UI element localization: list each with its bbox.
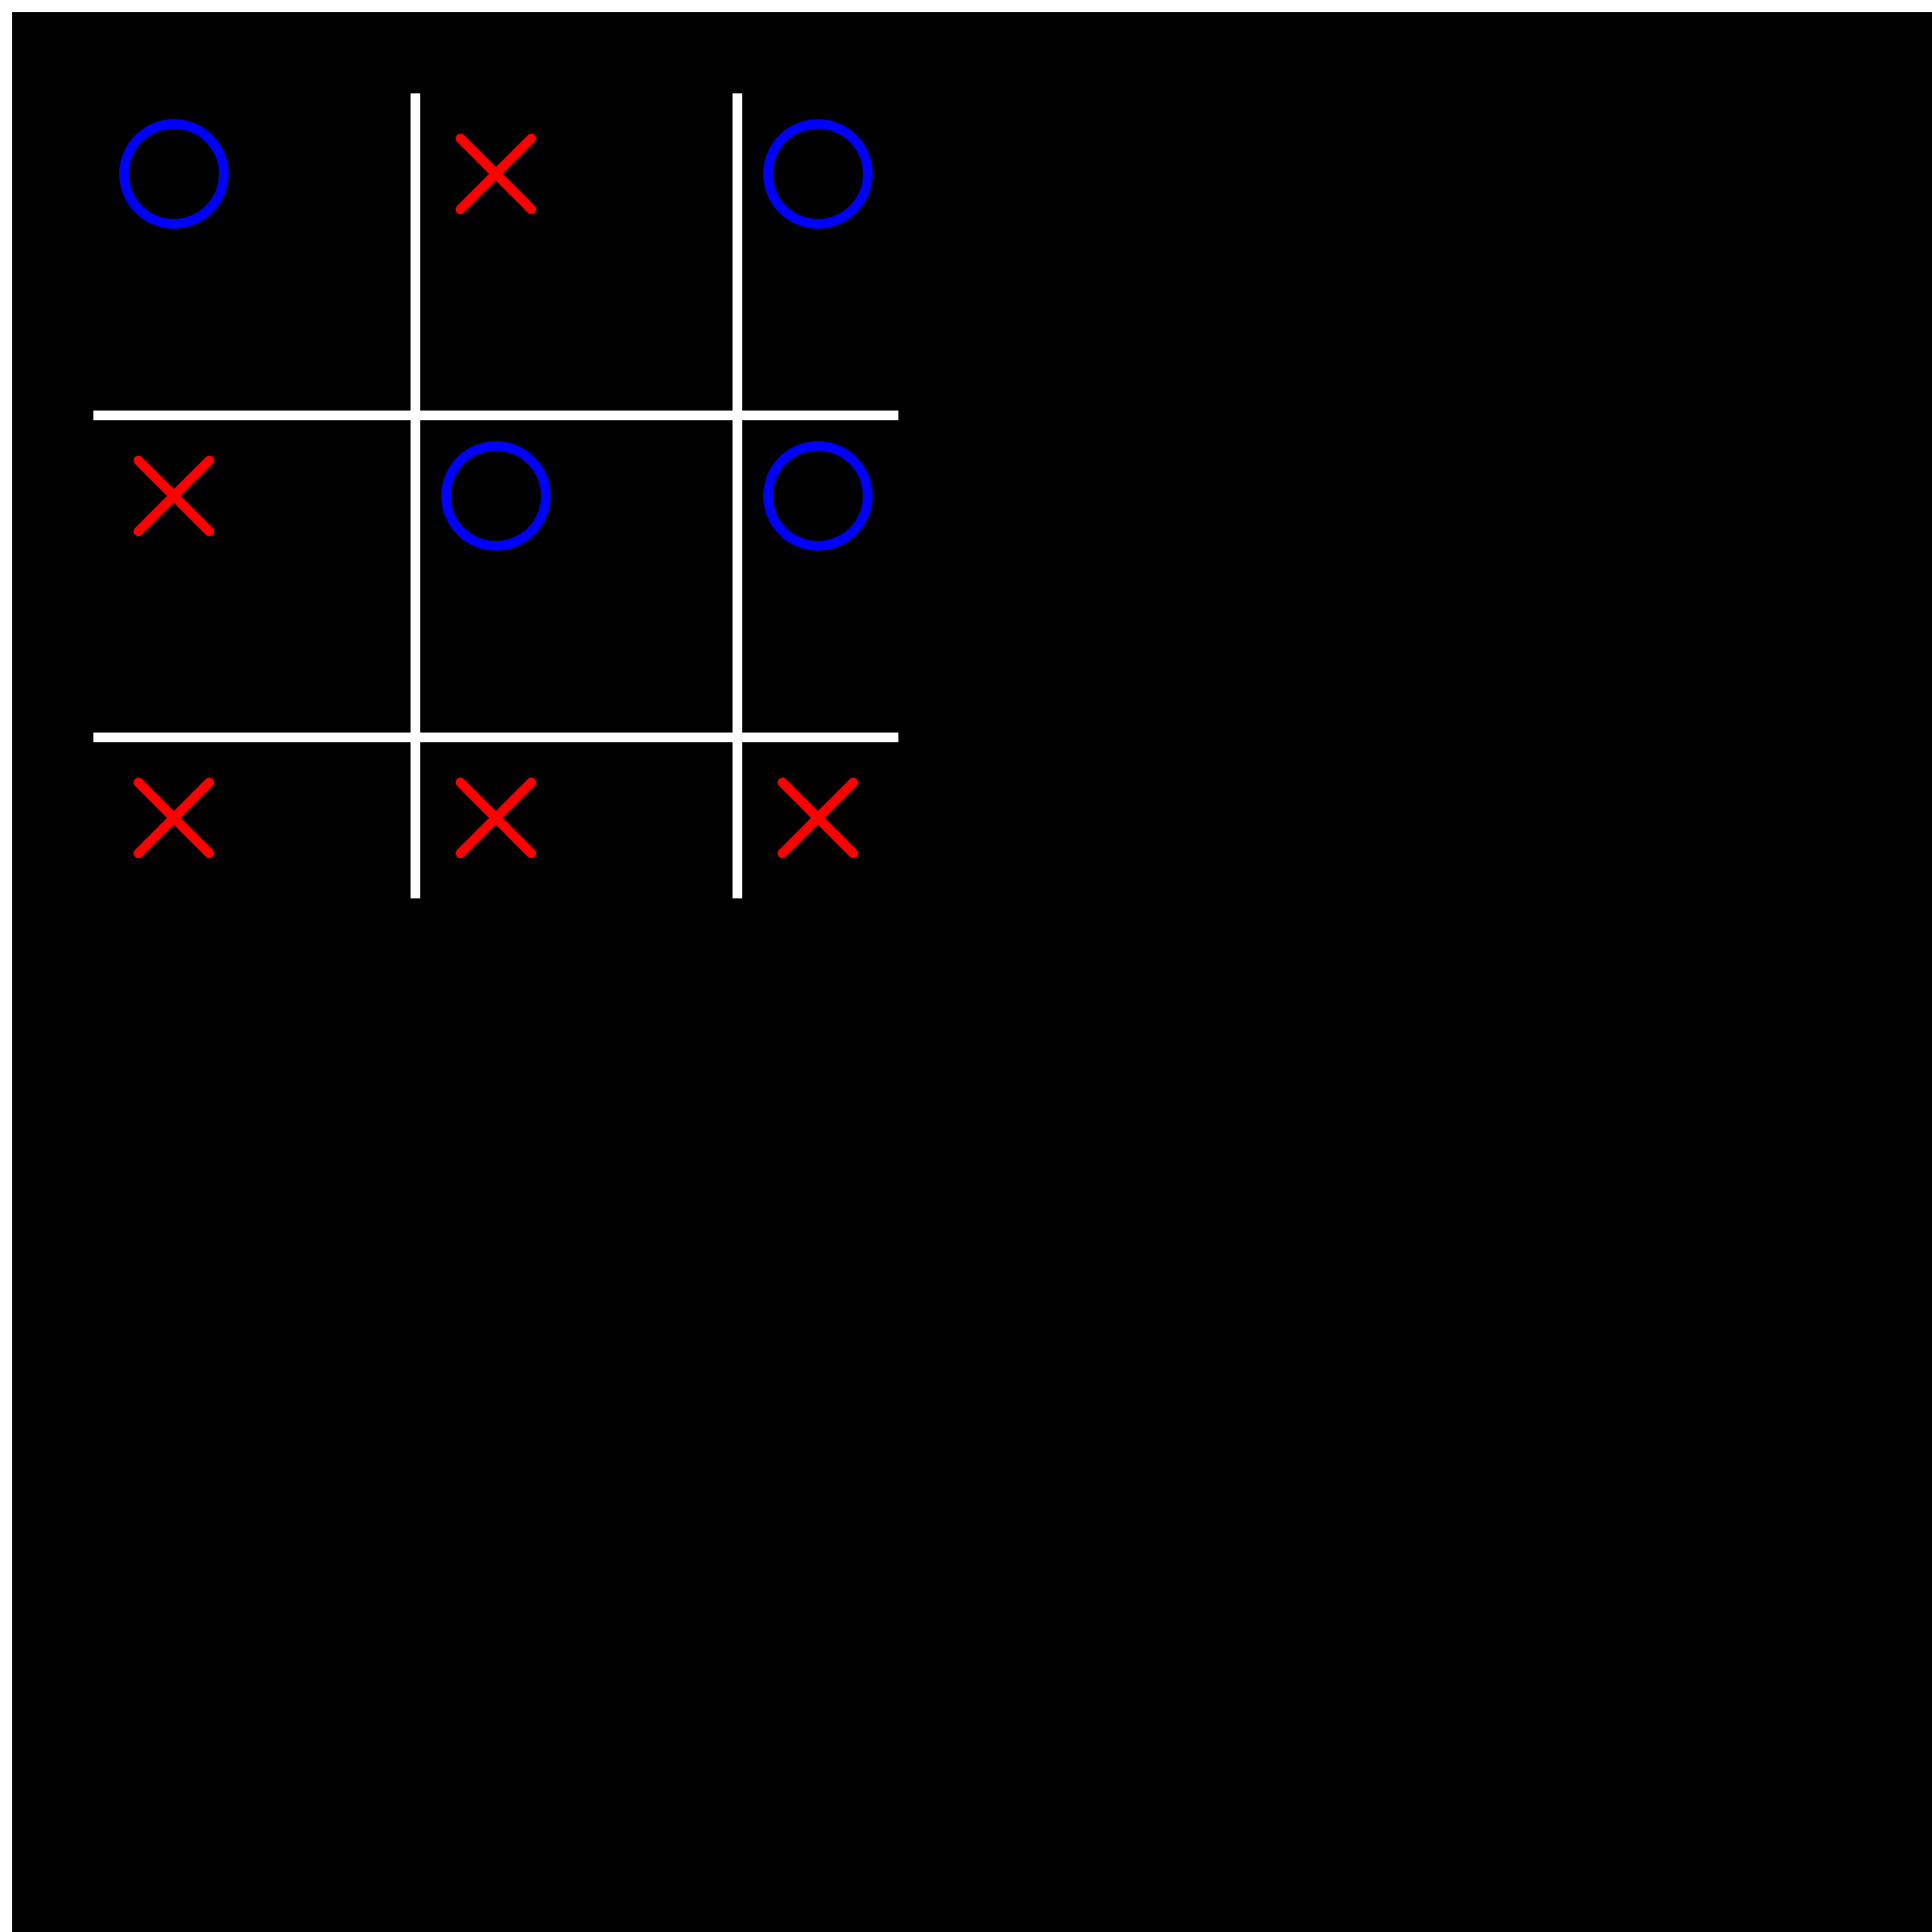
- cell-r2-c1[interactable]: [420, 742, 572, 894]
- cell-r1-c1[interactable]: [420, 420, 572, 572]
- o-mark-icon: [763, 119, 873, 229]
- o-mark-icon: [119, 119, 229, 229]
- o-mark-icon: [441, 441, 551, 551]
- cell-r1-c2[interactable]: [742, 420, 894, 572]
- cell-r0-c1[interactable]: [420, 98, 572, 250]
- o-mark-icon: [763, 441, 873, 551]
- x-stroke: [456, 778, 536, 858]
- cell-r2-c2[interactable]: [742, 742, 894, 894]
- x-mark-icon: [778, 778, 858, 858]
- cell-r0-c0[interactable]: [98, 98, 250, 250]
- x-mark-icon: [134, 778, 214, 858]
- x-mark-icon: [456, 134, 536, 214]
- x-stroke: [456, 134, 536, 214]
- game-canvas: [12, 12, 1932, 1932]
- x-stroke: [134, 456, 214, 536]
- x-stroke: [134, 778, 214, 858]
- x-stroke: [778, 778, 858, 858]
- x-mark-icon: [134, 456, 214, 536]
- x-mark-icon: [456, 778, 536, 858]
- cell-r0-c2[interactable]: [742, 98, 894, 250]
- cell-r2-c0[interactable]: [98, 742, 250, 894]
- grid-lines: [93, 93, 898, 898]
- cell-r1-c0[interactable]: [98, 420, 250, 572]
- board-cells: [98, 98, 894, 894]
